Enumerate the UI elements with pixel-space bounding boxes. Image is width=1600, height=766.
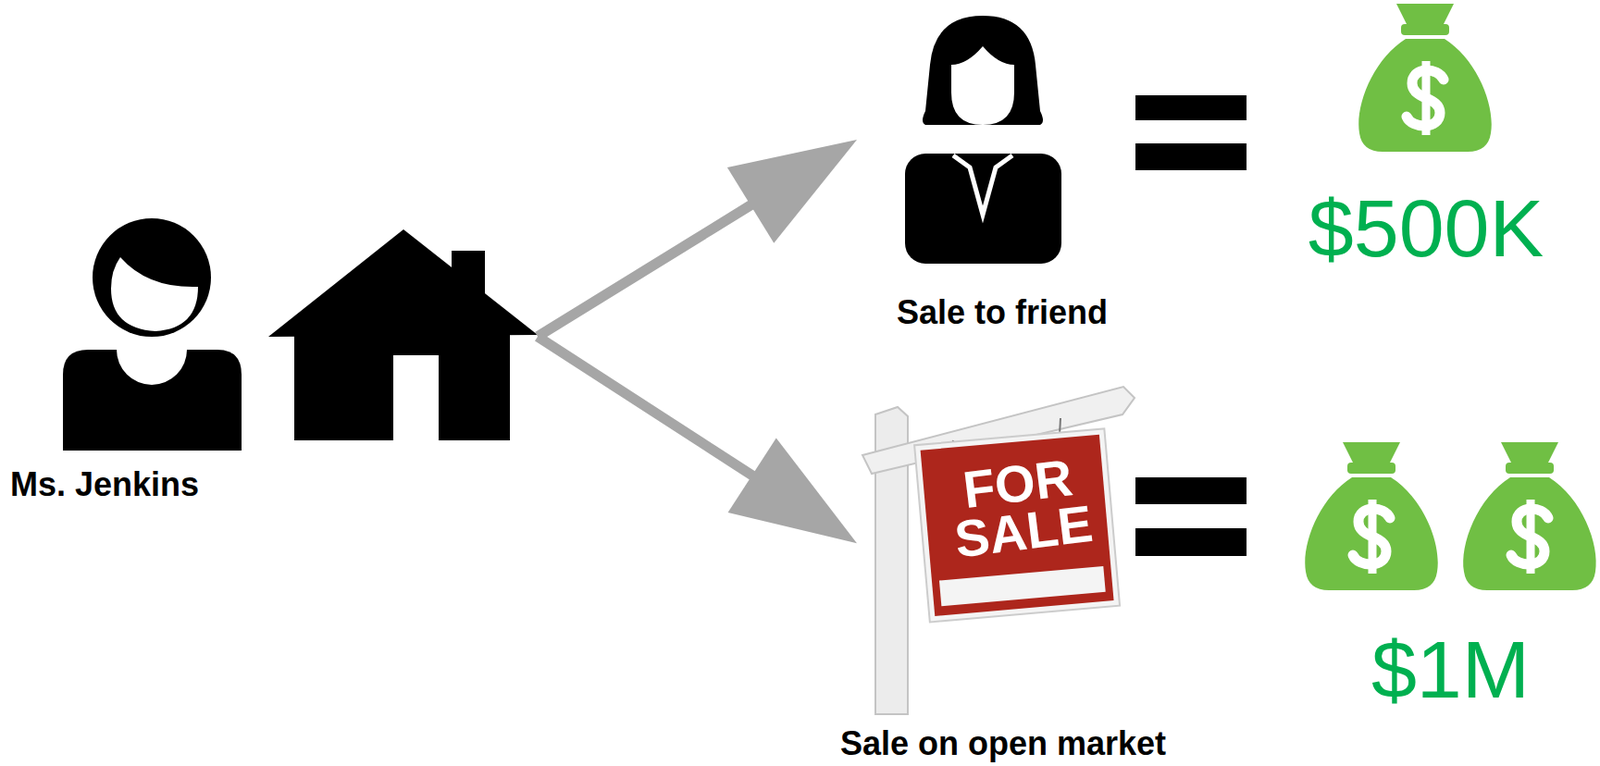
arrow-shaft [537, 336, 756, 478]
equals-sign [1135, 477, 1247, 557]
price-label: $500K [1308, 187, 1544, 270]
arrow-head [727, 139, 857, 244]
person-node: Ms. Jenkins [10, 219, 538, 509]
price-node: $1M [1301, 441, 1600, 713]
price-label: $1M [1371, 629, 1530, 711]
price-node: $500K [1309, 5, 1543, 269]
node-label: Sale to friend [896, 293, 1108, 332]
for-sale-sign [862, 386, 1135, 715]
arrow-shaft [537, 203, 754, 337]
flow-arrow [537, 336, 857, 544]
flow-arrow [537, 139, 857, 337]
buyer-node: Sale to friend [856, 15, 1148, 332]
money-bag [1463, 442, 1597, 591]
node-label: Ms. Jenkins [10, 465, 199, 504]
equals-sign [1135, 95, 1247, 171]
node-label: Sale on open market [840, 724, 1166, 763]
money-bag [1304, 442, 1439, 591]
sign-text: FOR SALE [936, 450, 1104, 565]
sign-node: FOR SALESale on open market [856, 385, 1150, 766]
person-icon [62, 218, 242, 451]
money-bag [1358, 3, 1492, 152]
arrow-head [728, 437, 857, 544]
house-icon [268, 229, 538, 441]
friend-icon [905, 15, 1062, 264]
